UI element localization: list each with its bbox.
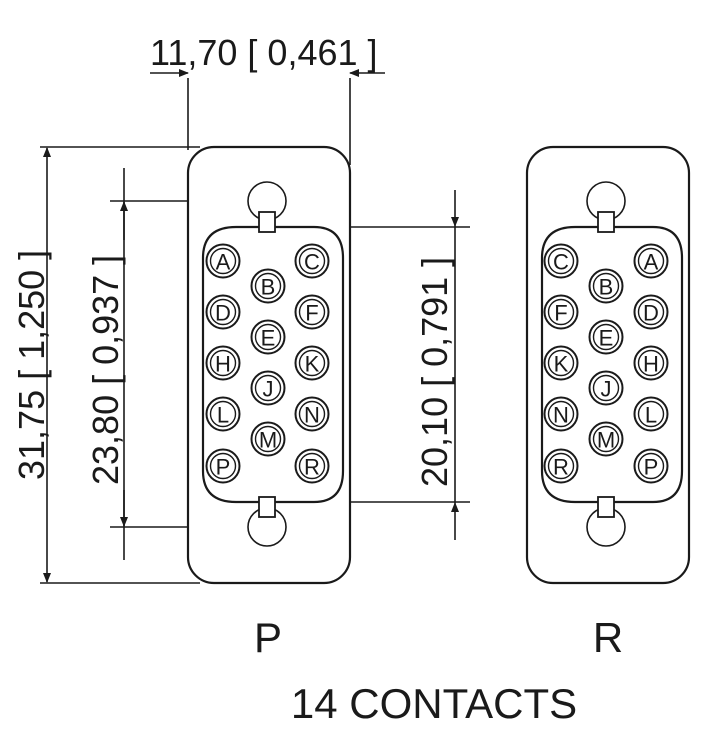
contact-pin-label: R	[304, 455, 320, 480]
contact-pin-label: A	[216, 250, 231, 275]
contact-pin-label: H	[643, 352, 659, 377]
contact-pin-label: H	[215, 352, 231, 377]
contact-pin-p: P	[633, 448, 669, 484]
contacts-caption: 14 CONTACTS	[291, 680, 577, 727]
insert-height-dimension: 20,10 [ 0,791 ]	[340, 190, 470, 540]
contact-pin-label: B	[599, 275, 614, 300]
contact-pin-label: K	[305, 352, 320, 377]
contact-pin-j: J	[250, 370, 286, 406]
contact-pin-label: C	[553, 250, 569, 275]
contact-pin-j: J	[588, 370, 624, 406]
contact-pin-h: H	[633, 345, 669, 381]
contact-pin-label: E	[599, 326, 614, 351]
contact-pin-label: C	[304, 250, 320, 275]
insert-height-label: 20,10 [ 0,791 ]	[414, 257, 455, 487]
contact-pin-f: F	[543, 294, 579, 330]
mounting-hole-bottom	[247, 496, 287, 547]
contact-pin-p: P	[205, 448, 241, 484]
connector-p: A C B D F E H K J L N M P R	[186, 145, 352, 585]
contact-pin-label: P	[216, 455, 231, 480]
contact-pin-label: N	[553, 403, 569, 428]
contact-pin-b: B	[250, 268, 286, 304]
contact-pin-label: D	[643, 301, 659, 326]
contact-pin-n: N	[294, 396, 330, 432]
contact-pin-k: K	[294, 345, 330, 381]
contact-pin-e: E	[250, 319, 286, 355]
contact-pin-label: R	[553, 455, 569, 480]
width-dimension: 11,70 [ 0,461 ]	[150, 32, 385, 165]
contact-pin-label: F	[554, 301, 567, 326]
contact-pin-label: N	[304, 403, 320, 428]
view-label-r: R	[593, 614, 623, 661]
contact-pin-r: R	[294, 448, 330, 484]
contact-pin-k: K	[543, 345, 579, 381]
contact-pin-m: M	[250, 421, 286, 457]
contact-pin-label: J	[601, 377, 612, 402]
contact-pin-m: M	[588, 421, 624, 457]
contact-pin-label: P	[644, 455, 659, 480]
contact-pin-label: D	[215, 301, 231, 326]
contact-pin-label: F	[305, 301, 318, 326]
overall-height-label: 31,75 [ 1,250 ]	[11, 250, 52, 480]
contact-pin-e: E	[588, 319, 624, 355]
pin-grid-p: A C B D F E H K J L N M P R	[205, 243, 330, 484]
contact-pin-label: K	[554, 352, 569, 377]
overall-height-dimension: 31,75 [ 1,250 ]	[11, 146, 200, 584]
contact-pin-label: M	[597, 428, 615, 453]
contact-pin-c: C	[294, 243, 330, 279]
hole-spacing-label: 23,80 [ 0,937 ]	[85, 255, 126, 485]
contact-pin-l: L	[205, 396, 241, 432]
contact-pin-label: A	[644, 250, 659, 275]
contact-pin-d: D	[205, 294, 241, 330]
contact-pin-b: B	[588, 268, 624, 304]
mounting-hole-top	[247, 181, 287, 233]
mounting-hole-bottom	[586, 496, 626, 547]
contact-pin-c: C	[543, 243, 579, 279]
contact-pin-r: R	[543, 448, 579, 484]
contact-pin-label: E	[261, 326, 276, 351]
contact-pin-h: H	[205, 345, 241, 381]
contact-pin-label: J	[263, 377, 274, 402]
contact-pin-f: F	[294, 294, 330, 330]
contact-pin-a: A	[205, 243, 241, 279]
contact-pin-label: L	[645, 403, 657, 428]
mounting-hole-top	[586, 181, 626, 233]
contact-pin-label: B	[261, 275, 276, 300]
view-label-p: P	[254, 614, 282, 661]
contact-pin-l: L	[633, 396, 669, 432]
contact-pin-label: L	[217, 403, 229, 428]
pin-grid-r: C A B F D E K H J N L M R P	[543, 243, 669, 484]
width-dimension-label: 11,70 [ 0,461 ]	[150, 32, 378, 73]
contact-pin-n: N	[543, 396, 579, 432]
contact-pin-a: A	[633, 243, 669, 279]
connector-r: C A B F D E K H J N L M R P	[525, 145, 691, 585]
contact-pin-d: D	[633, 294, 669, 330]
contact-pin-label: M	[259, 428, 277, 453]
